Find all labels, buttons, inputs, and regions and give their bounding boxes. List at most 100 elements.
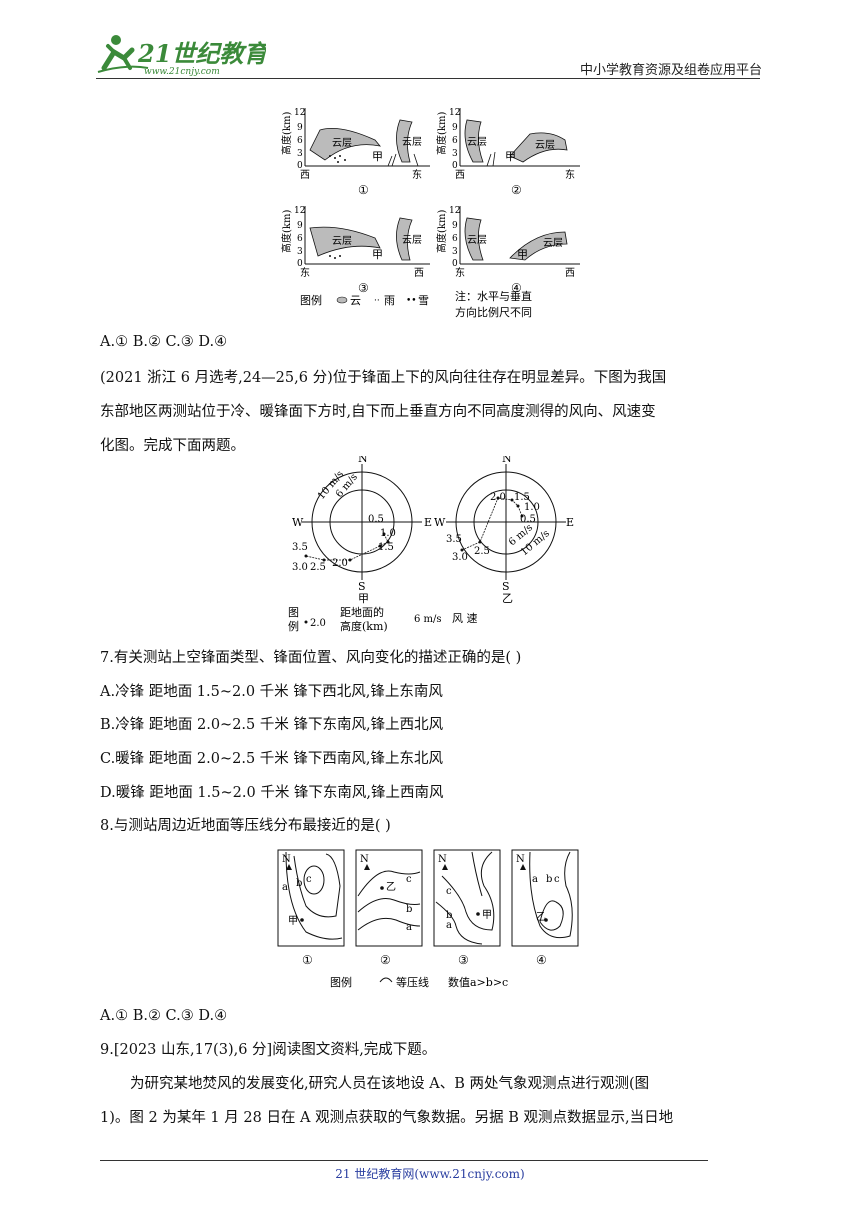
ytick: 3	[452, 247, 458, 257]
svg-text:1.0: 1.0	[380, 528, 396, 539]
snow-symbol-icon: ••	[406, 296, 417, 306]
footer-divider	[100, 1160, 708, 1161]
svg-text:b: b	[406, 904, 412, 915]
q9-stem: 9.[2023 山东,17(3),6 分]阅读图文资料,完成下题。	[100, 1042, 437, 1058]
svg-text:a: a	[282, 882, 288, 893]
svg-text:①: ①	[302, 953, 313, 967]
runner-icon	[97, 35, 149, 73]
ytick: 12	[449, 206, 460, 216]
svg-text:乙: 乙	[502, 592, 513, 605]
intro-line-1: (2021 浙江 6 月选考,24—25,6 分)位于锋面上下的风向往往存在明显…	[100, 370, 667, 386]
svg-text:c: c	[446, 886, 452, 897]
ytick: 3	[452, 149, 458, 159]
axis-right-dir: 西	[565, 268, 575, 279]
station-jia: 甲	[517, 248, 528, 261]
svg-text:2.5: 2.5	[474, 546, 490, 557]
q8-stem: 8.与测站周边近地面等压线分布最接近的是( )	[100, 818, 391, 834]
svg-text:高度(km): 高度(km)	[340, 619, 388, 633]
panel-num: ①	[358, 183, 369, 197]
ytick: 0	[452, 259, 458, 269]
cloud-label: 云层	[402, 234, 422, 246]
ytick: 6	[297, 234, 303, 244]
header-divider	[96, 78, 760, 79]
svg-text:E: E	[566, 516, 574, 529]
svg-text:风 速: 风 速	[452, 612, 478, 625]
svg-text:S: S	[502, 580, 510, 593]
svg-text:E: E	[424, 516, 432, 529]
svg-text:雪: 雪	[418, 294, 429, 307]
svg-text:W: W	[292, 516, 304, 529]
svg-text:S: S	[358, 580, 366, 593]
svg-text:0.5: 0.5	[368, 514, 384, 525]
ytick: 12	[294, 108, 305, 118]
isobar-figure: N a b c 甲 ① N 乙 c b a ②	[276, 846, 586, 992]
cloud-label: 云层	[332, 137, 352, 149]
svg-text:a: a	[446, 920, 452, 931]
front-section-figure: 高度(km) 12 9 6 3 0 云层 云层 甲 西 东 ① 高度(km) 1…	[280, 100, 590, 320]
ytick: 12	[449, 108, 460, 118]
svg-text:b: b	[546, 874, 552, 885]
svg-text:W: W	[434, 516, 446, 529]
hodograph-yi: N S W E 0.5 1.0 1.5 2.0 2.5 3.0 3.5 10 m…	[434, 456, 574, 605]
q8-options: A.① B.② C.③ D.④	[100, 1008, 228, 1024]
ytick: 6	[452, 234, 458, 244]
ytick: 0	[297, 259, 303, 269]
svg-text:乙: 乙	[536, 911, 546, 923]
svg-text:b: b	[296, 878, 302, 889]
svg-text:3.0: 3.0	[452, 552, 468, 563]
rain-symbol-icon: ··	[374, 296, 380, 306]
axis-left-dir: 东	[455, 266, 465, 279]
ytick: 6	[452, 136, 458, 146]
ylabel: 高度(km)	[435, 112, 448, 155]
station-jia: 甲	[372, 150, 383, 163]
north-arrow-icon	[286, 864, 292, 870]
svg-text:2.0: 2.0	[490, 492, 506, 503]
section-panel-3: 高度(km) 12 9 6 3 0 云层 云层 甲 东 西 ③	[280, 206, 430, 295]
svg-text:N: N	[360, 854, 369, 865]
q7-option-c: C.暖锋 距地面 2.0~2.5 千米 锋下西南风,锋上东北风	[100, 751, 443, 767]
isobar-map-2: N 乙 c b a ②	[355, 849, 423, 967]
svg-text:甲: 甲	[482, 910, 492, 921]
ytick: 9	[452, 123, 458, 133]
hodograph-jia: N S W E 10 m/s 6 m/s 0.5 1.0 1.5 2.0 2.5…	[292, 456, 432, 605]
svg-text:乙: 乙	[386, 881, 396, 893]
ytick: 0	[297, 161, 303, 171]
axis-right-dir: 西	[414, 268, 424, 279]
site-logo[interactable]: 21世纪教育 www.21cnjy.com	[96, 28, 271, 78]
svg-text:2.0: 2.0	[310, 618, 326, 629]
ylabel: 高度(km)	[280, 210, 293, 253]
wind-hodograph-figure: N S W E 10 m/s 6 m/s 0.5 1.0 1.5 2.0 2.5…	[284, 456, 584, 638]
q7-stem: 7.有关测站上空锋面类型、锋面位置、风向变化的描述正确的是( )	[100, 650, 522, 666]
axis-right-dir: 东	[565, 168, 575, 181]
svg-text:3.0: 3.0	[292, 562, 308, 573]
svg-text:图例: 图例	[300, 293, 322, 307]
legend-speed: 6 m/s	[414, 614, 442, 625]
svg-text:图: 图	[288, 606, 299, 619]
axis-left-dir: 东	[300, 266, 310, 279]
svg-text:N: N	[516, 854, 525, 865]
cloud-label: 云层	[543, 237, 563, 249]
logo-text: 21世纪教育	[137, 39, 266, 68]
ytick: 3	[297, 149, 303, 159]
svg-text:④: ④	[536, 953, 547, 967]
svg-text:b: b	[446, 910, 452, 921]
north-arrow-icon	[442, 864, 448, 870]
svg-text:3.5: 3.5	[292, 542, 308, 553]
svg-text:例: 例	[288, 619, 299, 633]
isobar-map-3: N c b a 甲 ③	[433, 849, 501, 967]
intro-line-3: 化图。完成下面两题。	[100, 438, 245, 454]
svg-text:等压线: 等压线	[396, 975, 429, 989]
q9-paragraph-line-1: 为研究某地焚风的发展变化,研究人员在该地设 A、B 两处气象观测点进行观测(图	[130, 1076, 650, 1092]
intro-line-2: 东部地区两测站位于冷、暖锋面下方时,自下而上垂直方向不同高度测得的风向、风速变	[100, 404, 656, 420]
north-arrow-icon	[364, 864, 370, 870]
svg-text:数值a>b>c: 数值a>b>c	[448, 976, 508, 989]
svg-text:甲: 甲	[288, 916, 298, 927]
ytick: 6	[297, 136, 303, 146]
cloud-label: 云层	[467, 234, 487, 246]
isobar-map-1: N a b c 甲 ①	[277, 849, 345, 967]
ytick: 0	[452, 161, 458, 171]
footer-link[interactable]: 21 世纪教育网(www.21cnjy.com)	[335, 1167, 525, 1181]
svg-text:1.5: 1.5	[514, 492, 530, 503]
axis-right-dir: 东	[412, 168, 422, 181]
panel-num: ④	[511, 281, 522, 295]
